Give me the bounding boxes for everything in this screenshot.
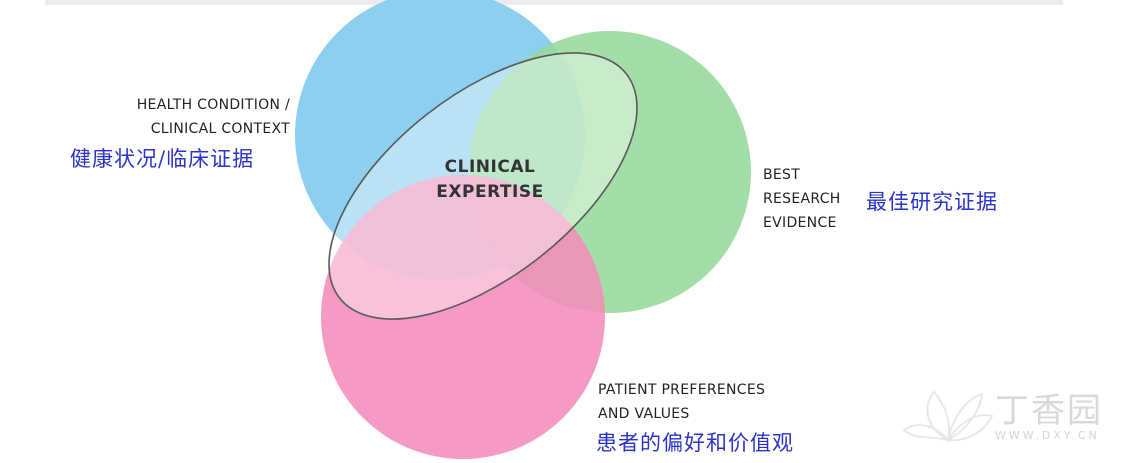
health-condition-label: HEALTH CONDITION / CLINICAL CONTEXT: [137, 93, 290, 141]
watermark-flower-icon: [902, 390, 994, 442]
clinical-expertise-label: CLINICAL EXPERTISE: [405, 155, 575, 205]
patient-preferences-label-line-2: AND VALUES: [598, 406, 690, 422]
research-evidence-label-line-2: RESEARCH: [763, 191, 841, 207]
ellipse-clinical-expertise: [328, 52, 638, 320]
clinical-expertise-label-line-2: EXPERTISE: [436, 182, 544, 202]
health-condition-label-line-1: HEALTH CONDITION /: [136, 97, 290, 113]
patient-preferences-label-zh: 患者的偏好和价值观: [596, 431, 794, 455]
research-evidence-label-line-3: EVIDENCE: [763, 215, 837, 231]
health-condition-label-line-2: CLINICAL CONTEXT: [150, 121, 290, 137]
research-evidence-label: BEST RESEARCH EVIDENCE: [763, 163, 841, 235]
patient-preferences-label-line-1: PATIENT PREFERENCES: [598, 382, 766, 398]
circle-patient-preferences: [321, 175, 605, 459]
watermark-text: 丁香园: [995, 391, 1103, 431]
watermark-url: WWW.DXY.CN: [995, 429, 1100, 442]
clinical-expertise-label-line-1: CLINICAL: [444, 157, 536, 177]
patient-preferences-label: PATIENT PREFERENCES AND VALUES: [598, 378, 765, 426]
top-strip: [45, 0, 1063, 5]
health-condition-label-zh: 健康状况/临床证据: [70, 147, 255, 171]
research-evidence-label-zh: 最佳研究证据: [866, 190, 998, 214]
research-evidence-label-line-1: BEST: [763, 167, 801, 183]
